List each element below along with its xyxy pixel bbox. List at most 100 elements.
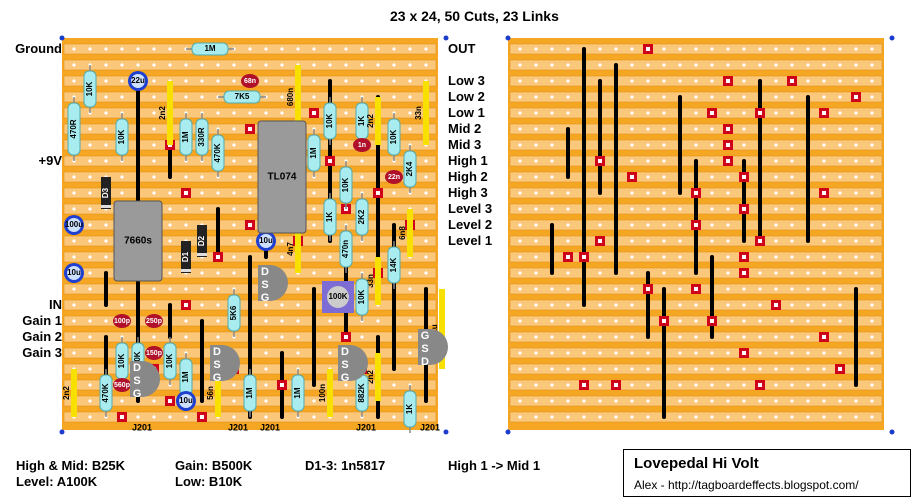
cuts-board-hole [614,415,618,419]
cuts-board-hole [758,335,762,339]
component-board-hole [152,143,156,147]
strip-cut-hole [694,287,698,291]
strip-cut-hole [726,127,730,131]
cuts-board-hole [774,95,778,99]
component-board-hole [296,47,300,51]
cuts-board-hole [518,319,522,323]
cuts-board-hole [630,239,634,243]
cuts-board-hole [870,79,874,83]
component-board-hole [408,287,412,291]
cuts-board-hole [774,415,778,419]
component-label: D [421,356,429,368]
component-label: D [261,266,269,278]
cuts-board-hole [694,63,698,67]
strip-cut-hole [822,111,826,115]
diode-band [197,253,207,256]
cuts-board-hole [678,271,682,275]
cuts-board-hole [774,111,778,115]
component-label: D [213,346,221,358]
component-board-hole [88,319,92,323]
component-board-hole [232,239,236,243]
jfet-transistor [418,329,448,365]
component-board-hole [312,63,316,67]
component-board-hole [232,415,236,419]
component-board-hole [152,79,156,83]
cuts-board-hole [646,191,650,195]
component-label: 1K [325,212,334,222]
strip-cut-hole [662,319,666,323]
strip-cut-hole [790,79,794,83]
label-level3: Level 3 [448,201,493,216]
author-link[interactable]: Alex - http://tagboardeffects.blogspot.c… [634,478,859,492]
film-capacitor [375,257,381,305]
component-board-hole [408,127,412,131]
component-board-hole [408,47,412,51]
component-label: 560p [114,382,130,389]
component-board-hole [264,79,268,83]
cuts-board-hole [774,319,778,323]
component-board-hole [152,127,156,131]
cuts-board-hole [854,79,858,83]
cuts-board-hole [822,351,826,355]
component-board-hole [296,351,300,355]
component-board-hole [408,63,412,67]
component-label: 7660s [124,236,152,247]
cuts-board-hole [726,415,730,419]
cuts-board-hole [678,383,682,387]
strip-cut-hole [726,143,730,147]
strip-cut-hole [710,111,714,115]
component-board-hole [248,143,252,147]
component-board-hole [104,95,108,99]
jfet-transistor [338,345,368,381]
strip-cut-hole [184,303,188,307]
component-label: 330R [197,127,206,146]
component-board-hole [360,255,364,259]
component-label: 100K [328,292,347,301]
cuts-board-hole [710,399,714,403]
cuts-board-hole [662,143,666,147]
component-board-hole [152,47,156,51]
cuts-board-hole [582,319,586,323]
component-board-hole [88,415,92,419]
cuts-board-hole [598,47,602,51]
cuts-board-hole [694,143,698,147]
cuts-board-hole [598,287,602,291]
component-label: 10K [389,129,398,144]
component-board-hole [344,143,348,147]
component-board-hole [328,335,332,339]
component-board-hole [232,207,236,211]
component-board-hole [200,303,204,307]
cuts-board-hole [678,415,682,419]
component-board-hole [376,47,380,51]
cuts-board-hole [518,415,522,419]
cuts-board-hole [838,95,842,99]
component-board-hole [408,335,412,339]
cuts-board-hole [534,143,538,147]
component-label: 470R [69,119,78,138]
component-board-hole [312,95,316,99]
cuts-board-hole [710,207,714,211]
cuts-board-hole [646,255,650,259]
cuts-board-hole [710,47,714,51]
cuts-board-hole [534,415,538,419]
strip-cut-hole [630,175,634,179]
component-board-hole [136,63,140,67]
resistor [387,118,401,156]
component-label: S [341,359,348,371]
ceramic-capacitor [113,378,131,392]
component-board-hole [312,223,316,227]
component-board-hole [424,191,428,195]
cuts-board-hole [566,399,570,403]
cuts-board-hole [742,111,746,115]
cuts-board-hole [774,143,778,147]
component-board-hole [88,383,92,387]
strip-cut-hole [614,383,618,387]
cuts-board-hole [806,351,810,355]
cuts-board-hole [550,383,554,387]
cuts-board-hole [870,367,874,371]
component-board-hole [168,287,172,291]
cuts-board-hole [694,127,698,131]
cuts-board-hole [838,143,842,147]
cuts-board-hole [870,127,874,131]
component-board-hole [408,319,412,323]
